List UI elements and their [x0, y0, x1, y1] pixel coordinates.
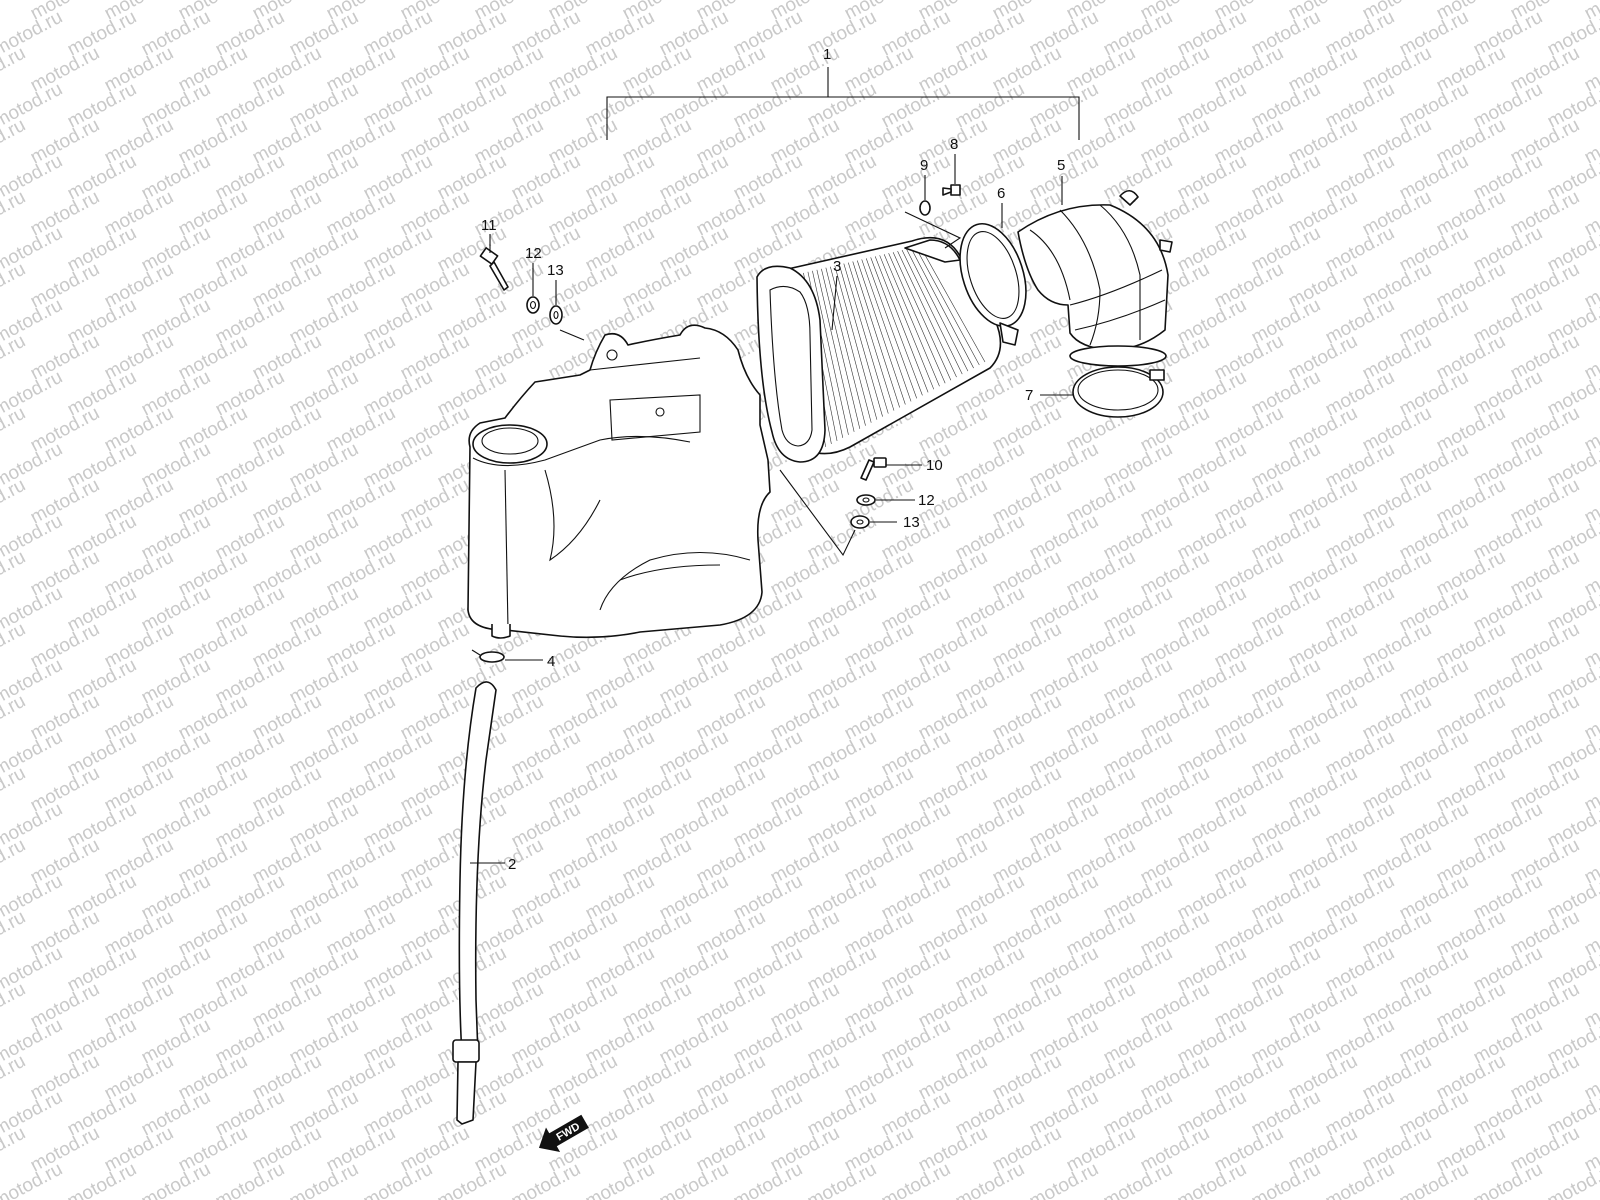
- watermark-text: motod.ru: [1174, 1159, 1250, 1200]
- watermark-text: motod.ru: [1470, 1159, 1546, 1200]
- watermark-text: motod.ru: [0, 547, 29, 601]
- watermark-text: motod.ru: [0, 403, 29, 457]
- watermark-text: motod.ru: [878, 1159, 954, 1200]
- watermark-text: motod.ru: [0, 259, 29, 313]
- callout-6: 6: [997, 185, 1005, 202]
- callout-9: 9: [920, 157, 928, 174]
- callout-1: 1: [823, 46, 831, 63]
- watermark-text: motod.ru: [1322, 1159, 1398, 1200]
- watermark-text: motod.ru: [0, 1051, 29, 1105]
- callout-13-bottom: 13: [903, 514, 920, 531]
- watermark-text: motod.ru: [1396, 1159, 1472, 1200]
- callout-12-bottom: 12: [918, 492, 935, 509]
- watermark-text: motod.ru: [1026, 1159, 1102, 1200]
- watermark-text: motod.ru: [0, 115, 29, 169]
- callout-5: 5: [1057, 157, 1065, 174]
- watermark-text: motod.ru: [656, 1159, 732, 1200]
- air-cleaner-case: [467, 324, 771, 639]
- watermark-text: motod.ru: [0, 187, 29, 241]
- watermark-text: motod.ru: [804, 1159, 880, 1200]
- bolt-8: [942, 184, 961, 196]
- watermark-text: motod.ru: [730, 1159, 806, 1200]
- callout-8: 8: [950, 136, 958, 153]
- watermark-text: motod.ru: [286, 1159, 362, 1200]
- watermark-text: motod.ru: [0, 475, 29, 529]
- watermark-text: motod.ru: [1100, 1159, 1176, 1200]
- watermark-text: motod.ru: [0, 619, 29, 673]
- watermark-text: motod.ru: [64, 1159, 140, 1200]
- watermark-text: motod.ru: [0, 691, 29, 745]
- callout-7: 7: [1025, 387, 1033, 404]
- watermark-text: motod.ru: [434, 1159, 510, 1200]
- watermark-text: motod.ru: [0, 979, 29, 1033]
- washer-13-bottom: [850, 515, 870, 529]
- nut-12-top: [526, 296, 540, 314]
- watermark-text: motod.ru: [138, 1159, 214, 1200]
- watermark-text: motod.ru: [0, 43, 29, 97]
- washer-13-top: [549, 305, 563, 325]
- watermark-text: motod.ru: [0, 0, 29, 24]
- watermark-text: motod.ru: [1248, 1159, 1324, 1200]
- watermark-text: motod.ru: [0, 835, 29, 889]
- callout-2: 2: [508, 856, 516, 873]
- watermark-text: motod.ru: [212, 1159, 288, 1200]
- clamp-band: [1072, 366, 1165, 418]
- callout-10: 10: [926, 457, 943, 474]
- watermark-text: motod.ru: [582, 1159, 658, 1200]
- watermark-text: motod.ru: [952, 1159, 1028, 1200]
- watermark-text: motod.ru: [0, 1123, 29, 1177]
- watermark-text: motod.ru: [0, 331, 29, 385]
- callout-11: 11: [481, 217, 497, 234]
- callout-3: 3: [833, 258, 841, 275]
- watermark-text: motod.ru: [0, 907, 29, 961]
- callout-12-top: 12: [525, 245, 542, 262]
- watermark-text: motod.ru: [0, 763, 29, 817]
- callout-4: 4: [547, 653, 555, 670]
- washer-9: [919, 200, 931, 216]
- watermark-text: motod.ru: [360, 1159, 436, 1200]
- watermark-text: motod.ru: [508, 1159, 584, 1200]
- callout-13-top: 13: [547, 262, 564, 279]
- nut-12-bottom: [856, 494, 876, 506]
